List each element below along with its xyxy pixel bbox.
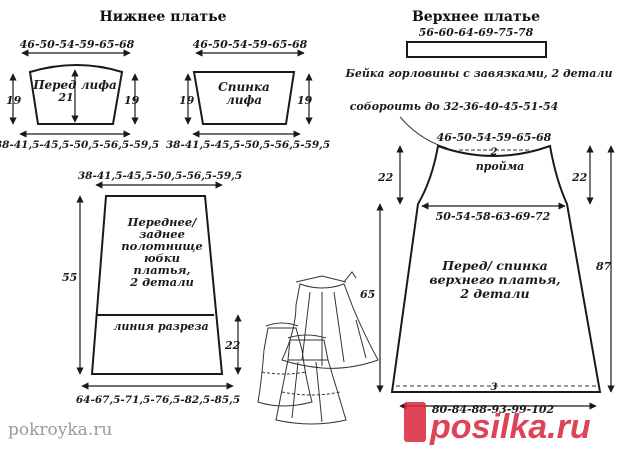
upper-dress-title: Верхнее платье bbox=[412, 9, 540, 25]
sketch-back-dress bbox=[281, 283, 379, 369]
back-bodice: 46-50-54-59-65-68 Спинка лифа 19 19 38-4… bbox=[166, 38, 330, 151]
gather-leader-line bbox=[399, 116, 448, 149]
upper-dress-label-2: верхнего платья, bbox=[429, 272, 560, 287]
front-bodice-center-height: 21 bbox=[57, 91, 73, 104]
lower-skirt-top-size: 38-41,5-45,5-50,5-56,5-59,5 bbox=[78, 170, 242, 182]
dress-sketch bbox=[257, 271, 379, 425]
back-bodice-top-size: 46-50-54-59-65-68 bbox=[193, 38, 308, 51]
hem-mark: 3 bbox=[491, 382, 498, 393]
upper-dress: собороить до 32-36-40-45-51-54 46-50-54-… bbox=[350, 100, 615, 416]
sketch-mid-dress bbox=[257, 327, 313, 407]
sketch-bow bbox=[343, 271, 357, 283]
armhole-right-height: 22 bbox=[571, 171, 588, 184]
upper-dress-gather-note: собороить до 32-36-40-45-51-54 bbox=[350, 100, 559, 113]
front-bodice-right-height: 19 bbox=[124, 94, 140, 107]
back-bodice-left-height: 19 bbox=[179, 94, 195, 107]
lower-skirt-label-5: платья, bbox=[133, 263, 190, 277]
back-bodice-label-2: лифа bbox=[226, 93, 262, 107]
front-bodice: 46-50-54-59-65-68 Перед лифа 21 19 19 38… bbox=[0, 38, 159, 151]
back-bodice-right-height: 19 bbox=[297, 94, 313, 107]
back-bodice-bottom-size: 38-41,5-45,5-50,5-56,5-59,5 bbox=[166, 139, 330, 151]
lower-skirt-label-3: полотнище bbox=[121, 239, 202, 253]
lower-skirt-label-1: Переднее/ bbox=[127, 215, 199, 229]
sketch-front-folds bbox=[291, 361, 323, 423]
front-bodice-top-size: 46-50-54-59-65-68 bbox=[20, 38, 135, 51]
upper-dress-outline bbox=[390, 144, 602, 393]
lower-skirt-cut-height: 22 bbox=[224, 339, 241, 352]
logo-text: posilka.ru bbox=[429, 408, 591, 446]
armhole-width: 2 bbox=[490, 147, 498, 158]
upper-dress-top-size: 46-50-54-59-65-68 bbox=[437, 131, 552, 144]
upper-dress-bottom-size: 80-84-88-93-99-102 bbox=[432, 403, 555, 416]
posilka-logo: posilka.ru bbox=[404, 402, 591, 446]
sketch-back-straps bbox=[295, 275, 347, 283]
sketch-mid-neck bbox=[265, 322, 299, 327]
upper-dress-left-height: 65 bbox=[360, 288, 375, 301]
sketch-front-dress bbox=[275, 339, 347, 425]
upper-dress-label-3: 2 детали bbox=[459, 286, 529, 301]
lower-skirt-cut-label: линия разреза bbox=[113, 320, 208, 333]
lower-skirt: 38-41,5-45,5-50,5-56,5-59,5 Переднее/ за… bbox=[62, 170, 242, 406]
front-bodice-bottom-size: 38-41,5-45,5-50,5-56,5-59,5 bbox=[0, 139, 159, 151]
sketch-front-seam bbox=[281, 391, 341, 396]
lower-skirt-label-4: юбки bbox=[144, 251, 180, 265]
armhole-label: пройма bbox=[476, 160, 525, 173]
lower-skirt-label-6: 2 детали bbox=[129, 275, 194, 289]
back-bodice-outline bbox=[192, 71, 296, 125]
lower-dress-title: Нижнее платье bbox=[100, 9, 227, 25]
neck-binding-strip bbox=[406, 41, 547, 58]
lower-skirt-outline bbox=[90, 195, 224, 375]
neck-binding-size: 56-60-64-69-75-78 bbox=[419, 26, 534, 39]
lower-skirt-label-2: заднее bbox=[139, 227, 185, 241]
neck-binding-label: Бейка горловины с завязками, 2 детали bbox=[345, 67, 613, 80]
sketch-mid-seam bbox=[261, 371, 307, 375]
armhole-left-height: 22 bbox=[377, 171, 394, 184]
upper-dress-mid-size: 50-54-58-63-69-72 bbox=[436, 210, 551, 223]
neck-binding: 56-60-64-69-75-78 Бейка горловины с завя… bbox=[345, 26, 613, 80]
upper-dress-label-1: Перед/ спинка bbox=[441, 258, 548, 273]
lower-skirt-bottom-size: 64-67,5-71,5-76,5-82,5-85,5 bbox=[76, 394, 240, 406]
sketch-back-folds bbox=[301, 291, 367, 366]
sketch-front-neck bbox=[287, 334, 327, 339]
watermark-text: pokroyka.ru bbox=[8, 420, 112, 440]
upper-dress-right-height: 87 bbox=[596, 260, 612, 273]
front-bodice-left-height: 19 bbox=[6, 94, 22, 107]
logo-mark-icon bbox=[404, 402, 426, 442]
lower-skirt-height: 55 bbox=[62, 271, 77, 284]
front-bodice-outline bbox=[28, 64, 124, 125]
back-bodice-label-1: Спинка bbox=[218, 80, 270, 94]
